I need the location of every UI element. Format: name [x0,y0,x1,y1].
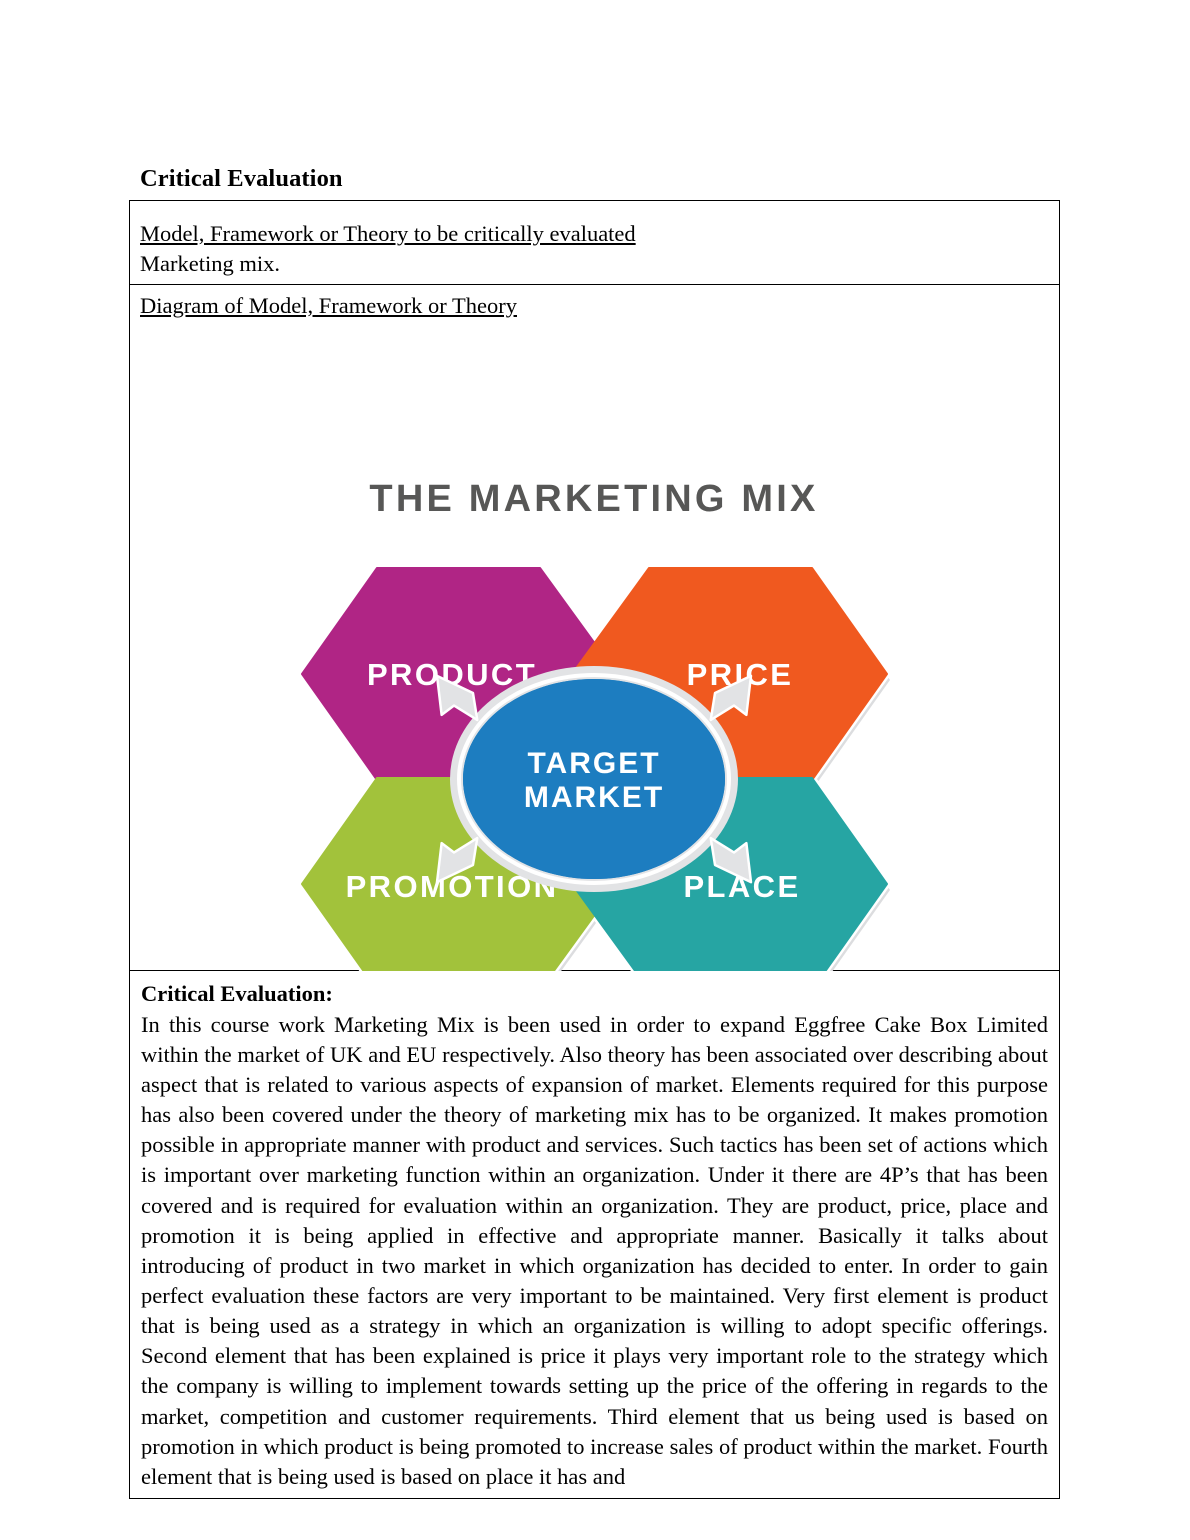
marketing-mix-diagram: THE MARKETING MIX [130,321,1059,971]
evaluation-body: In this course work Marketing Mix is bee… [141,1011,1048,1489]
table-row-diagram-label: Diagram of Model, Framework or Theory [130,285,1059,321]
model-value: Marketing mix. [140,250,280,276]
arrow-to-product-icon [435,674,479,721]
diagram-label: Diagram of Model, Framework or Theory [140,292,517,318]
critical-evaluation-table: Model, Framework or Theory to be critica… [129,200,1060,1499]
table-row-diagram: THE MARKETING MIX [130,321,1059,971]
arrow-to-place-icon [709,836,753,884]
target-market-line1: TARGET [527,747,660,780]
table-row-evaluation: Critical Evaluation: In this course work… [130,971,1059,1498]
arrow-to-promotion-icon [435,836,479,884]
model-label: Model, Framework or Theory to be critica… [140,221,636,246]
evaluation-heading: Critical Evaluation: [141,980,333,1006]
cycle-arrows [435,674,753,884]
page-title: Critical Evaluation [140,165,343,193]
target-market-ellipse-fill [463,678,725,879]
arrow-to-price-icon [709,674,753,721]
table-row-model: Model, Framework or Theory to be critica… [130,201,1059,285]
diagram-title: THE MARKETING MIX [369,478,818,520]
ring-inner-edge [457,672,731,885]
target-market-line2: MARKET [524,781,664,814]
